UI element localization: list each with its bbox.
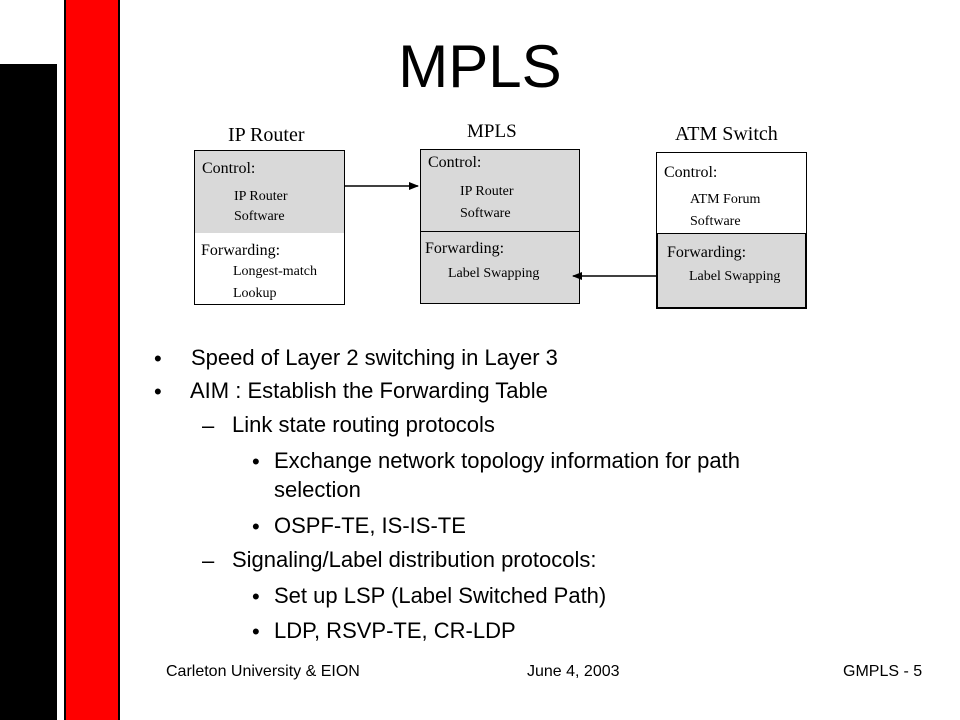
ip-router-label: IP Router bbox=[228, 124, 305, 146]
ip-router-forwarding-line: Lookup bbox=[233, 286, 277, 301]
sub-sub-bullet-text: selection bbox=[274, 477, 361, 502]
sub-bullet-marker: – bbox=[202, 548, 215, 573]
bullet-text: Speed of Layer 2 switching in Layer 3 bbox=[191, 345, 558, 370]
atm-switch-forwarding-line: Label Swapping bbox=[689, 269, 781, 284]
sub-sub-bullet-marker: • bbox=[252, 584, 260, 609]
ip-router-box bbox=[194, 150, 345, 305]
sub-bullet-text: Link state routing protocols bbox=[232, 412, 495, 437]
left-black-bar bbox=[0, 64, 57, 720]
atm-switch-forwarding-section bbox=[657, 233, 806, 308]
mpls-forwarding-line: Label Swapping bbox=[448, 266, 540, 281]
footer-date: June 4, 2003 bbox=[527, 663, 620, 680]
footer-left: Carleton University & EION bbox=[166, 663, 360, 680]
sub-sub-bullet-text: LDP, RSVP-TE, CR-LDP bbox=[274, 618, 516, 643]
atm-switch-control-label: Control: bbox=[664, 164, 718, 181]
slide-title: MPLS bbox=[398, 33, 562, 100]
sub-sub-bullet-marker: • bbox=[252, 619, 260, 644]
sub-sub-bullet-marker: • bbox=[252, 449, 260, 474]
sub-sub-bullet-text: Set up LSP (Label Switched Path) bbox=[274, 583, 607, 608]
mpls-label: MPLS bbox=[467, 121, 517, 142]
ip-router-forwarding-label: Forwarding: bbox=[201, 242, 281, 259]
sub-sub-bullet-marker: • bbox=[252, 514, 260, 539]
ip-router-control-section bbox=[195, 151, 344, 233]
ip-router-forwarding-line: Longest-match bbox=[233, 264, 317, 279]
atm-switch-control-line: Software bbox=[690, 214, 741, 229]
bullet-text: AIM : Establish the Forwarding Table bbox=[190, 378, 548, 403]
mpls-control-label: Control: bbox=[428, 154, 482, 171]
ip-router-control-line: IP Router bbox=[234, 189, 288, 204]
mpls-box bbox=[420, 149, 580, 304]
mpls-control-line: Software bbox=[460, 206, 511, 221]
ip-router-control-label: Control: bbox=[202, 160, 256, 177]
atm-switch-label: ATM Switch bbox=[675, 123, 778, 145]
atm-switch-control-line: ATM Forum bbox=[690, 192, 761, 207]
bullet-marker: • bbox=[154, 379, 162, 404]
sub-bullet-text: Signaling/Label distribution protocols: bbox=[232, 547, 597, 572]
mpls-box-divider bbox=[421, 231, 579, 232]
mpls-control-line: IP Router bbox=[460, 184, 514, 199]
atm-switch-box bbox=[656, 152, 807, 309]
ip-router-control-line: Software bbox=[234, 209, 285, 224]
footer-page-number: GMPLS - 5 bbox=[843, 663, 923, 680]
left-red-bar bbox=[64, 0, 120, 720]
mpls-forwarding-label: Forwarding: bbox=[425, 240, 505, 257]
sub-bullet-marker: – bbox=[202, 413, 215, 438]
sub-sub-bullet-text: Exchange network topology information fo… bbox=[274, 448, 740, 473]
atm-switch-forwarding-label: Forwarding: bbox=[667, 244, 747, 261]
bullet-marker: • bbox=[154, 346, 162, 371]
sub-sub-bullet-text: OSPF-TE, IS-IS-TE bbox=[274, 513, 466, 538]
